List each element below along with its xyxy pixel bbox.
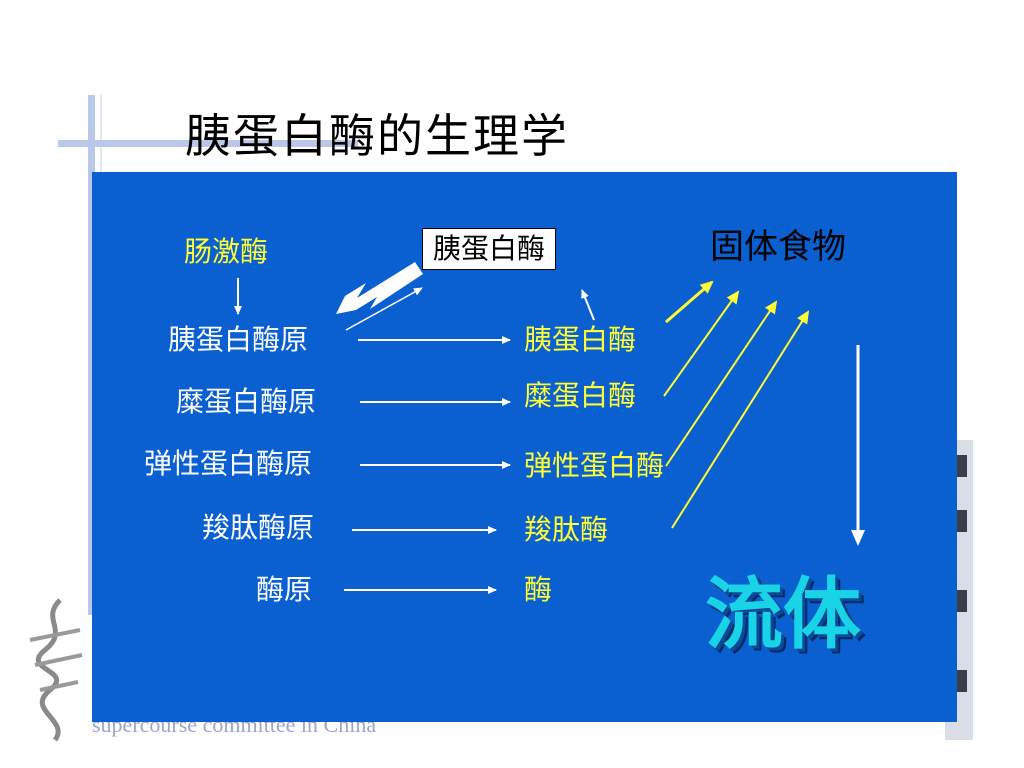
decor-horizontal-bar (58, 140, 358, 147)
zymogen-5: 酶原 (256, 573, 313, 606)
activator-label: 肠激酶 (184, 235, 269, 268)
enzyme-1: 胰蛋白酶 (524, 323, 637, 356)
enzyme-to-box-arrow (581, 289, 595, 321)
digestion-arrow-2 (663, 290, 740, 397)
fluid-label: 流体 (705, 569, 862, 660)
enzyme-2: 糜蛋白酶 (524, 379, 637, 412)
autocatalysis-arrow (345, 287, 423, 331)
enzyme-5: 酶 (524, 573, 553, 606)
trypsin-box: 胰蛋白酶 (422, 228, 557, 270)
logo-icon (29, 598, 83, 742)
zymogen-2: 糜蛋白酶原 (176, 385, 317, 418)
feedback-block-arrow (336, 262, 423, 314)
decor-vertical-bar (88, 95, 95, 615)
zymogen-4: 羧肽酶原 (202, 511, 315, 544)
solid-food-label: 固体食物 (710, 227, 846, 267)
solid-to-fluid-arrow (851, 345, 865, 546)
zymogen-3: 弹性蛋白酶原 (144, 447, 313, 480)
digestion-arrow-1 (665, 280, 714, 324)
enzyme-3: 弹性蛋白酶 (524, 449, 665, 482)
slide-title: 胰蛋白酶的生理学 (185, 109, 569, 163)
enzyme-4: 羧肽酶 (524, 513, 609, 546)
digestion-arrow-4 (671, 310, 810, 529)
zymogen-1: 胰蛋白酶原 (168, 323, 309, 356)
digestion-arrow-3 (665, 300, 778, 467)
